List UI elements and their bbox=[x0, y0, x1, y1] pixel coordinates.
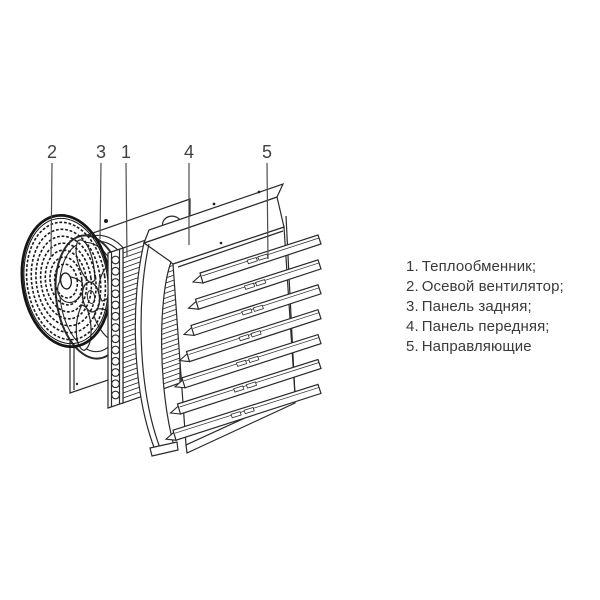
callout-number-2: 2 bbox=[47, 142, 57, 162]
callout-number-3: 3 bbox=[96, 142, 106, 162]
legend-item-5: 5. Направляющие bbox=[406, 337, 564, 357]
louver-slat bbox=[178, 308, 322, 363]
legend-item-3: 3. Панель задняя; bbox=[406, 297, 564, 317]
legend-label: Направляющие bbox=[421, 338, 532, 355]
legend-label: Панель передняя; bbox=[421, 318, 550, 335]
legend-marker: 4. bbox=[406, 318, 419, 335]
legend-label: Осевой вентилятор; bbox=[421, 278, 564, 295]
legend-item-4: 4. Панель передняя; bbox=[406, 317, 564, 337]
parts-legend: 1. Теплообменник; 2. Осевой вентилятор; … bbox=[406, 257, 564, 357]
leader-lines bbox=[50, 162, 269, 260]
louver-slat bbox=[169, 358, 322, 415]
legend-marker: 1. bbox=[406, 258, 419, 275]
legend-marker: 5. bbox=[406, 338, 419, 355]
heat-exchanger-tube-ends bbox=[111, 255, 120, 400]
leader-line-1 bbox=[125, 162, 128, 258]
legend-marker: 2. bbox=[406, 278, 419, 295]
legend-label: Теплообменник; bbox=[421, 258, 537, 275]
legend-marker: 3. bbox=[406, 298, 419, 315]
leader-line-2 bbox=[50, 162, 53, 258]
callout-number-1: 1 bbox=[121, 142, 131, 162]
leader-line-5 bbox=[266, 162, 269, 260]
louver-slat bbox=[191, 234, 322, 284]
louver-slat bbox=[164, 383, 322, 441]
screw-dot bbox=[257, 190, 261, 194]
leader-line-3 bbox=[99, 162, 102, 240]
callout-number-5: 5 bbox=[262, 142, 272, 162]
screw-dot bbox=[104, 219, 108, 223]
louver-slat bbox=[173, 333, 322, 389]
screw-dot bbox=[219, 241, 223, 245]
fan-guard-grille bbox=[14, 210, 119, 353]
screw-dot bbox=[212, 202, 216, 206]
legend-item-2: 2. Осевой вентилятор; bbox=[406, 277, 564, 297]
callout-number-4: 4 bbox=[184, 142, 194, 162]
louver-slat bbox=[187, 259, 322, 310]
louvers-drawing bbox=[164, 234, 322, 441]
legend-item-1: 1. Теплообменник; bbox=[406, 257, 564, 277]
callout-numbers: 2 3 1 4 5 bbox=[47, 142, 272, 162]
louver-slat bbox=[182, 284, 322, 337]
legend-label: Панель задняя; bbox=[421, 298, 532, 315]
